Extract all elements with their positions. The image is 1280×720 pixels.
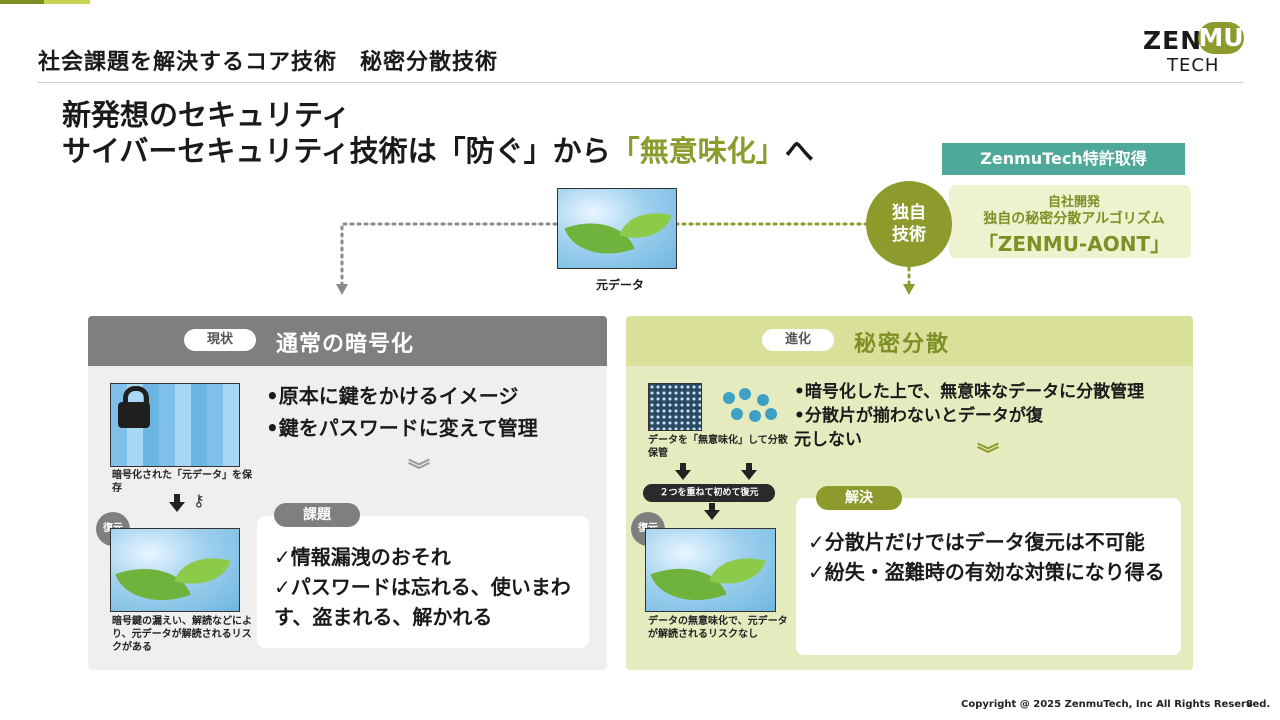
combine-label: ２つを重ねて初めて復元	[643, 484, 775, 502]
chevron-down-icon-right: ︾	[977, 443, 1000, 468]
right-panel-header	[626, 316, 1193, 366]
left-bullets: •原本に鍵をかけるイメージ •鍵をパスワードに変えて管理	[266, 380, 538, 444]
accent-bar-dark	[0, 0, 44, 4]
left-panel-header	[88, 316, 607, 366]
restored-data-image-left	[110, 528, 240, 612]
connector-left-arrow	[336, 284, 348, 295]
right-bullet-1: •暗号化した上で、無意味なデータに分散管理	[794, 382, 1145, 402]
lock-icon-shackle	[123, 386, 149, 409]
headline-line2: サイバーセキュリティ技術は「防ぐ」から「無意味化」へ	[62, 128, 814, 170]
left-bullet-2: •鍵をパスワードに変えて管理	[266, 416, 538, 440]
original-tech-circle: 独自 技術	[866, 181, 952, 267]
solution-item-1: ✓分散片だけではデータ復元は不可能	[808, 530, 1145, 554]
page-title: 社会課題を解決するコア技術 秘密分散技術	[38, 50, 499, 75]
solution-list: ✓分散片だけではデータ復元は不可能 ✓紛失・盗難時の有効な対策になり得る	[808, 527, 1173, 587]
headline-line1: 新発想のセキュリティ	[62, 98, 351, 132]
connector-down-arrow	[903, 284, 915, 295]
lock-icon	[118, 402, 150, 428]
logo-mu: MU	[1198, 22, 1244, 54]
fragment-caption: データを「無意味化」して分散保管	[648, 435, 788, 459]
accent-bar-light	[44, 0, 90, 4]
down-arrow-stem	[680, 463, 686, 471]
logo-zen: ZEN	[1143, 26, 1203, 55]
left-panel-heading: 通常の暗号化	[276, 332, 415, 357]
right-panel-tag: 進化	[762, 329, 834, 351]
logo-tech: TECH	[1167, 55, 1220, 76]
right-bullets: •暗号化した上で、無意味なデータに分散管理 •分散片が揃わないとデータが復元しな…	[794, 380, 1144, 452]
source-data-image	[557, 188, 677, 269]
connector-left	[340, 222, 558, 287]
issue-item-1: ✓情報漏洩のおそれ	[274, 545, 451, 569]
patent-badge: ZenmuTech特許取得	[942, 143, 1185, 175]
original-tech-line2: 独自の秘密分散アルゴリズム	[983, 211, 1165, 227]
right-panel-heading: 秘密分散	[854, 332, 951, 357]
leak-risk-caption: 暗号鍵の漏えい、解読などにより、元データが解読されるリスクがある	[112, 616, 252, 653]
down-arrow-stem	[709, 503, 715, 511]
headline-accent: 「無意味化」	[610, 134, 785, 168]
down-arrow-icon	[741, 470, 757, 480]
down-arrow-icon	[675, 470, 691, 480]
down-arrow-stem	[746, 463, 752, 471]
key-icon: ⚷	[193, 491, 205, 510]
header-divider	[38, 82, 1243, 83]
issue-label: 課題	[274, 503, 360, 527]
original-tech-line1: 自社開発	[1047, 195, 1100, 210]
headline-prefix: サイバーセキュリティ技術は「防ぐ」から	[62, 134, 611, 168]
source-data-caption: 元データ	[595, 278, 644, 292]
original-tech-line3: 「ZENMU-AONT」	[977, 232, 1171, 256]
fragment-image-1	[648, 383, 702, 431]
left-bullet-1: •原本に鍵をかけるイメージ	[266, 384, 519, 408]
solution-item-2: ✓紛失・盗難時の有効な対策になり得る	[808, 560, 1165, 584]
down-arrow-stem	[174, 494, 180, 502]
left-panel-tag: 現状	[184, 329, 256, 351]
encrypted-data-caption: 暗号化された「元データ」を保存	[112, 470, 252, 494]
issue-item-2: ✓パスワードは忘れる、使いまわす、盗まれる、解かれる	[274, 575, 571, 629]
page-number: 8	[1246, 699, 1253, 710]
right-bullet-2: •分散片が揃わないとデータが復元しない	[794, 406, 1043, 450]
issue-card	[257, 516, 589, 648]
issue-list: ✓情報漏洩のおそれ ✓パスワードは忘れる、使いまわす、盗まれる、解かれる	[274, 542, 574, 632]
chevron-down-icon-left: ︾	[408, 459, 431, 484]
down-arrow-icon	[169, 502, 185, 512]
fragment-image-2	[721, 388, 777, 428]
no-risk-caption: データの無意味化で、元データが解読されるリスクなし	[648, 616, 788, 640]
original-tech-circle-label: 独自 技術	[892, 203, 926, 245]
original-tech-box	[949, 185, 1191, 258]
copyright: Copyright @ 2025 ZenmuTech, Inc All Righ…	[961, 699, 1271, 710]
restored-data-image-right	[645, 528, 776, 612]
headline-suffix: へ	[784, 134, 814, 168]
solution-card	[796, 498, 1181, 655]
down-arrow-icon	[704, 510, 720, 520]
solution-label: 解決	[816, 486, 902, 510]
